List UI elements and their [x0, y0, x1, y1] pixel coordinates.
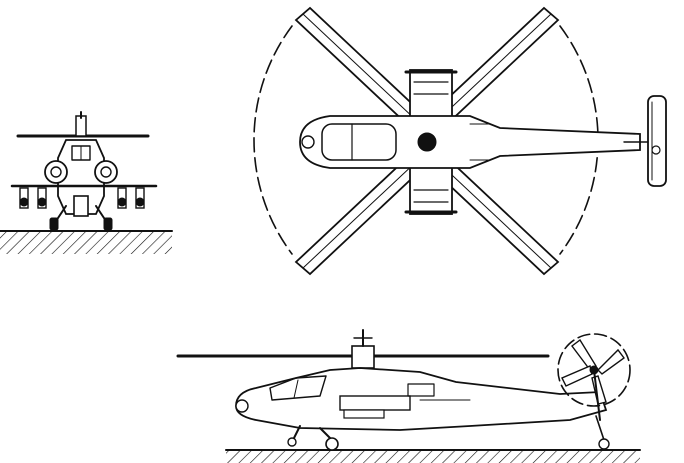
front-view-ground	[0, 230, 173, 254]
front-view-fuselage	[44, 139, 118, 217]
front-view-rotor	[16, 111, 150, 138]
top-view	[253, 6, 667, 276]
side-view-tail-rotor	[557, 333, 631, 421]
side-view-fuselage	[235, 367, 608, 431]
front-view-wings	[10, 184, 158, 209]
side-view-ground	[225, 449, 641, 463]
side-view-landing-gear	[287, 415, 610, 451]
top-view-fuselage	[299, 115, 641, 169]
front-view-landing-gear	[49, 205, 113, 231]
top-view-tail	[623, 95, 667, 187]
side-view-rotor	[176, 329, 550, 369]
top-view-wings	[404, 69, 458, 215]
side-view	[176, 329, 641, 463]
front-view	[0, 111, 173, 254]
